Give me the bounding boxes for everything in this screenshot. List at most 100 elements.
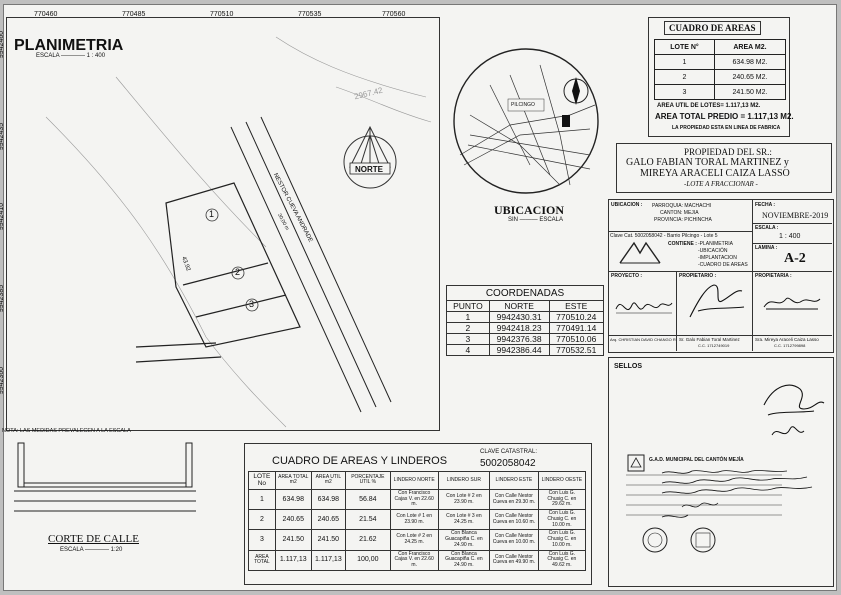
lindero-header: LINDERO SUR [437, 471, 491, 490]
coord-north: 9942386.44 [488, 344, 550, 356]
lindero-cell: 634.98 [274, 488, 312, 511]
left-coord-4: 9942385 [0, 284, 6, 313]
lindero-cell: AREA TOTAL [248, 549, 276, 571]
lindero-cell: 240.65 [310, 509, 346, 531]
escala-value: 1 : 400 [779, 233, 801, 240]
title-block-divider-h1 [608, 231, 752, 232]
lindero-row: 1 634.98 634.98 56.84 Con Francisco Caja… [248, 488, 587, 511]
top-coord-3: 770510 [210, 11, 234, 18]
lindero-cell: Con Calle Nestor Cueva en 10.60 m. [489, 509, 539, 531]
plan-note: NOTA: LAS MEDIDAS PREVALECEN A LA ESCALA [2, 428, 131, 434]
parish: PARROQUIA: MACHACHI [652, 203, 712, 209]
areas-value: 241.50 M2. [713, 84, 787, 100]
coord-east: 770532.51 [548, 344, 604, 356]
lindero-cell: 634.98 [310, 488, 346, 511]
location-scale: SIN ——— ESCALA [508, 217, 564, 223]
fecha-divider [752, 223, 832, 224]
lindero-cell: 241.50 [274, 529, 312, 551]
lindero-header: AREA UTIL m2 [310, 471, 346, 490]
fecha-value: NOVIEMBRE-2019 [762, 211, 829, 220]
property-box [616, 143, 832, 193]
lindero-cell: Con Calle Nestor Cueva en 29.30 m. [489, 488, 539, 511]
content-3: -IMPLANTACION [698, 255, 737, 261]
left-coord-1: 9942460 [0, 30, 6, 59]
lindero-row: 3 241.50 241.50 21.62 Con Lote # 2 en 24… [248, 529, 587, 551]
lindero-cell: Con Lote # 3 en 24.25 m. [437, 509, 491, 531]
clave-value: 5002058042 [480, 458, 536, 469]
areas-note: LA PROPIEDAD ESTA EN LINEA DE FABRICA [672, 125, 781, 131]
lindero-cell: Con Lote # 1 en 23.90 m. [389, 509, 439, 531]
property-line-3: MIREYA ARACELI CAIZA LASSO [640, 168, 790, 179]
municipal-stamp [626, 470, 813, 518]
location-title: UBICACION [494, 203, 565, 217]
lindero-cell: Con Luis G. Chusig C. en 49.62 m. [537, 549, 587, 571]
round-stamp-2 [690, 527, 716, 553]
lindero-header: LINDERO ESTE [489, 471, 539, 490]
signature-owner-2 [763, 297, 821, 310]
lindero-cell: Con Francisco Cajas V. en 22.60 m. [389, 488, 439, 511]
plan-scale: ESCALA ———— 1 : 400 [36, 53, 106, 59]
left-coord-2: 9942435 [0, 122, 6, 151]
sig3-cc: C.C. 1712799898 [774, 343, 806, 348]
architect-logo-icon [619, 241, 661, 264]
escala-divider [752, 243, 832, 244]
sig1-caption: Arq. CHRISTIAN DAVID CHANGO R. [610, 337, 677, 342]
left-coord-3: 9942410 [0, 202, 6, 231]
lindero-cell: 21.54 [344, 509, 391, 531]
lindero-title: CUADRO DE AREAS Y LINDEROS [272, 455, 448, 467]
lot-2-number: 2 [235, 267, 241, 277]
lindero-cell: Con Blanca Guacapiña C. en 24.90 m. [437, 529, 491, 551]
coord-point: 4 [446, 344, 490, 356]
sig2-cc: C.C. 1712749019 [698, 343, 730, 348]
lindero-header: AREA TOTAL m2 [274, 471, 312, 490]
lindero-cell: Con Luis G. Chusig C. en 29.62 m. [537, 488, 587, 511]
location-map [453, 48, 599, 194]
coord-east: 770510.06 [548, 333, 604, 345]
coord-point: 3 [446, 333, 490, 345]
coord-point: 1 [446, 311, 490, 323]
lindero-cell: 1.117,13 [274, 549, 312, 571]
canton: CANTON: MEJIA [660, 210, 699, 216]
lot-1-number: 1 [209, 209, 215, 219]
areas-value: 634.98 M2. [713, 54, 787, 70]
fecha-label: FECHA : [755, 202, 776, 208]
coord-east: 770491.14 [548, 322, 604, 334]
sellos-signatures [763, 384, 825, 436]
areas-lot: 3 [654, 84, 715, 100]
areas-util: AREA UTIL DE LOTES= 1.117,13 M2. [657, 103, 761, 109]
signature-owner-1 [689, 284, 745, 318]
content-2: -UBICACIÓN [698, 248, 728, 254]
lindero-header: PORCENTAJE UTIL % [344, 471, 391, 490]
lindero-cell: 56.84 [344, 488, 391, 511]
location-place: PILCINGO [511, 102, 535, 108]
sig2-caption: Sr. Galo Fabian Toral Martinez [679, 337, 740, 342]
coord-north: 9942430.31 [488, 311, 550, 323]
lindero-header: LOTE No [248, 471, 276, 490]
lindero-cell: Con Francisco Cajas V. en 22.60 m. [389, 549, 439, 571]
plan-frame [6, 17, 440, 431]
coordinates-title: COORDENADAS [446, 285, 604, 301]
title-block-divider-h3 [608, 335, 832, 336]
areas-header-lot: LOTE N° [654, 39, 715, 55]
lindero-total-row: AREA TOTAL 1.117,13 1.117,13 100,00 Con … [248, 549, 587, 571]
areas-header-area: AREA M2. [713, 39, 787, 55]
title-block-divider-v2 [676, 271, 677, 351]
coord-point: 2 [446, 322, 490, 334]
section-title: CORTE DE CALLE [48, 533, 139, 545]
lindero-cell: 1 [248, 488, 276, 511]
lindero-cell: 2 [248, 509, 276, 531]
title-block-divider-h2 [608, 271, 832, 272]
lindero-cell: Con Lote # 2 en 24.25 m. [389, 529, 439, 551]
sig3-caption: Sra. Mireya Araceli Caiza Lasso [755, 337, 819, 342]
lot-3-number: 3 [249, 299, 255, 309]
round-stamp-1 [642, 527, 668, 553]
coord-north: 9942418.23 [488, 322, 550, 334]
lindero-row: 2 240.65 240.65 21.54 Con Lote # 1 en 23… [248, 509, 587, 531]
